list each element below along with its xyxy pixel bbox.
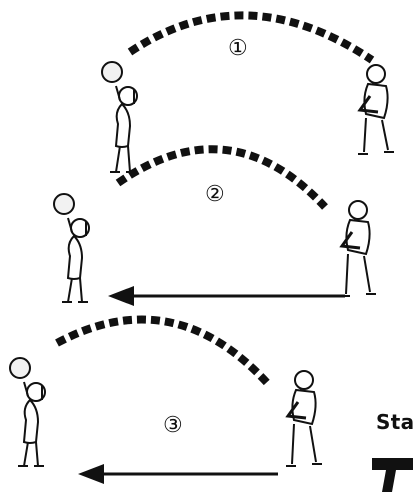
player-passing-figure-3	[285, 370, 322, 467]
player-setting-figure-1	[101, 61, 138, 173]
player-passing-figure-2	[339, 200, 376, 297]
ball-trajectory-arc-3	[55, 315, 273, 389]
movement-arrow-3	[78, 464, 278, 484]
ball-trajectory-arc-1	[127, 11, 375, 64]
step-3: ③	[9, 315, 322, 484]
step-2-marker: ②	[205, 182, 225, 207]
player-setting-figure-3	[9, 357, 46, 467]
movement-arrow-2	[108, 286, 345, 306]
ball-trajectory-arc-2	[115, 145, 328, 210]
partial-shape	[372, 458, 413, 492]
partial-label: Sta	[376, 410, 413, 434]
player-passing-figure-1	[357, 64, 394, 155]
step-2: ②	[53, 145, 376, 306]
step-3-marker: ③	[163, 413, 183, 438]
player-setting-figure-2	[53, 193, 90, 303]
step-1-marker: ①	[228, 36, 248, 61]
step-1: ①	[101, 11, 394, 173]
